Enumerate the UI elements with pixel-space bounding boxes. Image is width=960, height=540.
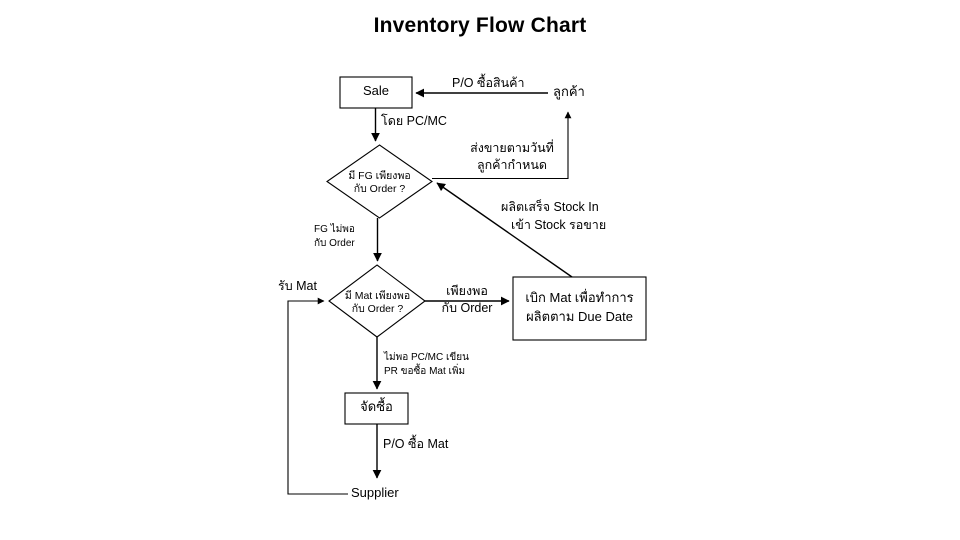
edge-label-fg-no-line1: FG ไม่พอ (314, 224, 355, 235)
node-fg-decision-label-line1: มี FG เพียงพอ (348, 170, 411, 182)
page-title: Inventory Flow Chart (373, 14, 587, 37)
node-fg-decision-shape[interactable] (326, 144, 433, 219)
edge-label-fg-to-customer-line2: ลูกค้ากำหนด (476, 158, 548, 172)
node-mat-decision-label-line1: มี Mat เพียงพอ (344, 290, 411, 302)
edge-label-mat-yes-line2: กับ Order (441, 301, 493, 315)
node-production-shape[interactable] (512, 276, 647, 341)
edge-label-production-to-fg-line2: เข้า Stock รอขาย (511, 218, 607, 232)
node-production-label-line1: เบิก Mat เพื่อทำการ (525, 290, 634, 305)
edge-label-supplier-to-mat: รับ Mat (278, 279, 317, 293)
edge-label-mat-no-line1: ไม่พอ PC/MC เขียน (384, 352, 469, 363)
node-purchase-label: จัดซื้อ (360, 399, 393, 414)
edge-label-mat-yes-line1: เพียงพอ (446, 284, 488, 298)
node-production-label-line2: ผลิตตาม Due Date (526, 309, 633, 324)
node-sale-shape[interactable] (339, 76, 413, 109)
edge-label-production-to-fg-line1: ผลิตเสร็จ Stock In (501, 200, 599, 214)
edge-label-fg-no-line2: กับ Order (314, 238, 355, 249)
node-sale-label: Sale (362, 83, 390, 98)
node-fg-decision-label-line2: กับ Order ? (353, 183, 406, 195)
edge-label-sale-to-fg: โดย PC/MC (381, 114, 447, 128)
node-customer-label: ลูกค้า (553, 84, 585, 99)
node-supplier-label: Supplier (351, 485, 399, 500)
edge-production-to-fg (436, 182, 573, 278)
edge-label-customer-to-sale: P/O ซื้อสินค้า (452, 76, 525, 90)
edge-fg-to-customer (432, 111, 572, 180)
edge-label-mat-no-line2: PR ขอซื้อ Mat เพิ่ม (384, 366, 466, 377)
edge-label-fg-to-customer-line1: ส่งขายตามวันที่ (470, 141, 554, 155)
node-mat-decision-label-line2: กับ Order ? (351, 303, 404, 315)
node-purchase-shape[interactable] (344, 392, 409, 425)
edge-label-purchase-to-supplier: P/O ซื้อ Mat (383, 437, 449, 451)
edge-supplier-to-mat (287, 297, 348, 495)
